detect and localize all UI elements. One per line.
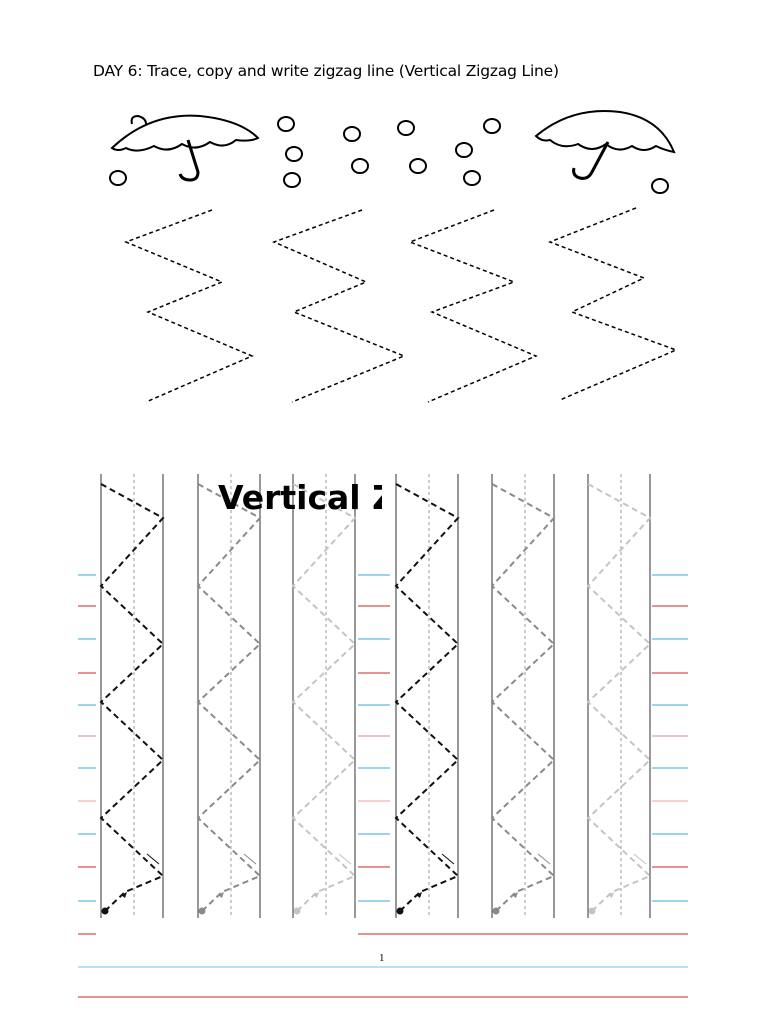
practice-column — [291, 474, 357, 918]
practice-column — [99, 474, 165, 918]
direction-arrow-icon — [313, 892, 319, 898]
practice-columns — [99, 474, 652, 918]
start-dot — [396, 907, 404, 915]
guide-lines — [78, 574, 688, 998]
practice-column — [586, 474, 652, 918]
practice-column — [196, 474, 262, 918]
zigzag-trace-path — [291, 483, 357, 912]
direction-arrow-icon — [338, 853, 352, 865]
trace-zigzag-lines — [123, 207, 679, 403]
direction-arrow-icon — [608, 892, 614, 898]
practice-column — [490, 474, 556, 918]
zigzag-trace-path — [99, 483, 165, 912]
trace-zigzag-2 — [271, 209, 406, 403]
practice-title: Vertical Z — [218, 478, 382, 517]
direction-arrow-icon — [243, 853, 257, 865]
zigzag-trace-path — [394, 483, 460, 912]
practice-column — [394, 474, 460, 918]
direction-arrow-icon — [218, 892, 224, 898]
direction-arrow-icon — [146, 853, 160, 865]
raindrop-icon — [109, 116, 669, 194]
start-dot — [101, 907, 109, 915]
direction-arrow-icon — [633, 853, 647, 865]
start-dot — [293, 907, 301, 915]
direction-arrow-icon — [441, 853, 455, 865]
umbrella-icon — [110, 114, 260, 182]
zigzag-trace-path — [490, 483, 556, 912]
umbrella-icon — [534, 110, 676, 180]
zigzag-trace-path — [196, 483, 262, 912]
trace-zigzag-1 — [123, 209, 254, 403]
start-dot — [492, 907, 500, 915]
start-dot — [198, 907, 206, 915]
worksheet-heading: DAY 6: Trace, copy and write zigzag line… — [93, 62, 559, 80]
trace-zigzag-3 — [407, 209, 538, 403]
page-number: 1 — [379, 952, 385, 964]
direction-arrow-icon — [416, 892, 422, 898]
start-dot — [588, 907, 596, 915]
direction-arrow-icon — [512, 892, 518, 898]
trace-zigzag-4 — [547, 207, 679, 401]
direction-arrow-icon — [121, 892, 127, 898]
zigzag-trace-path — [586, 483, 652, 912]
direction-arrow-icon — [537, 853, 551, 865]
